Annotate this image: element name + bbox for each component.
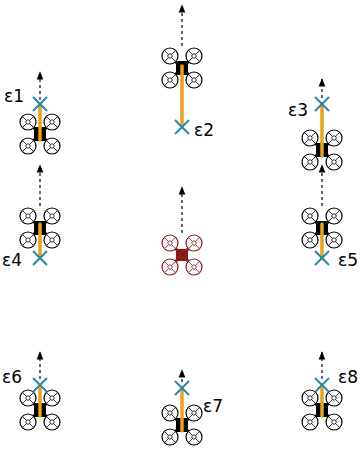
target-marks xyxy=(33,97,329,395)
error-label: ε5 xyxy=(338,250,358,270)
heading-arrows xyxy=(40,5,322,382)
error-label: ε7 xyxy=(203,396,223,416)
error-label: ε4 xyxy=(2,250,22,270)
error-label: ε1 xyxy=(4,86,24,106)
error-label: ε3 xyxy=(288,100,308,120)
drones xyxy=(20,48,342,445)
error-label: ε8 xyxy=(338,367,358,387)
error-label: ε2 xyxy=(194,120,214,140)
error-vectors xyxy=(40,66,322,431)
error-label: ε6 xyxy=(2,367,22,387)
